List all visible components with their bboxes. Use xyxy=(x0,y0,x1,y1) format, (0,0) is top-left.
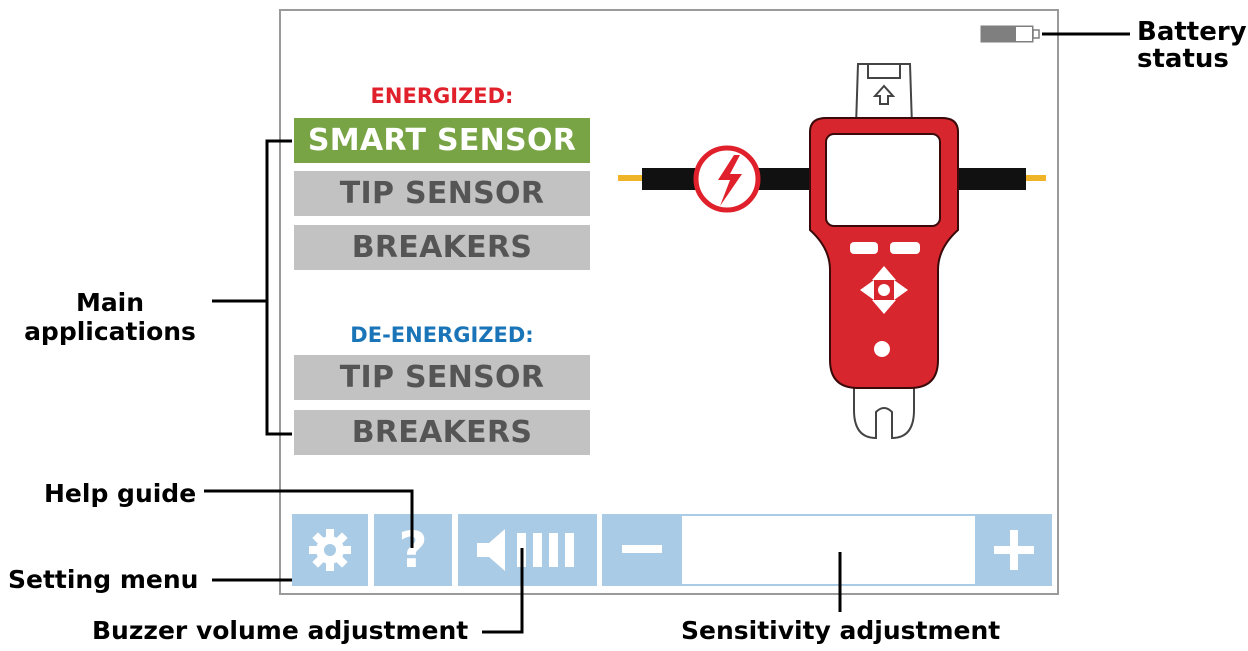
battery-status-label: Battery status xyxy=(1137,17,1247,74)
speaker-icon xyxy=(476,529,574,571)
settings-button[interactable] xyxy=(292,514,368,586)
sensitivity-minus-button[interactable] xyxy=(602,514,682,586)
deenergized-breakers-button[interactable]: BREAKERS xyxy=(294,410,590,455)
high-voltage-icon xyxy=(693,145,761,213)
battery-icon xyxy=(980,25,1040,43)
gear-icon xyxy=(309,529,351,571)
energized-title: ENERGIZED: xyxy=(370,84,514,108)
device-illustration xyxy=(618,63,1046,440)
minus-icon xyxy=(622,545,662,553)
sensitivity-slider[interactable] xyxy=(682,514,975,586)
sensitivity-label: Sensitivity adjustment xyxy=(681,616,1001,645)
buzzer-volume-label: Buzzer volume adjustment xyxy=(92,616,469,645)
help-button[interactable]: ? xyxy=(374,514,452,586)
energized-breakers-button[interactable]: BREAKERS xyxy=(294,225,590,270)
setting-menu-label: Setting menu xyxy=(8,565,199,594)
energized-smart-sensor-button[interactable]: SMART SENSOR xyxy=(294,118,590,163)
deenergized-tip-sensor-button[interactable]: TIP SENSOR xyxy=(294,355,590,400)
energized-tip-sensor-button[interactable]: TIP SENSOR xyxy=(294,171,590,216)
sensitivity-plus-button[interactable] xyxy=(975,514,1052,586)
main-applications-label: Main applications xyxy=(24,288,196,346)
deenergized-title: DE-ENERGIZED: xyxy=(350,323,534,347)
help-guide-label: Help guide xyxy=(44,479,197,508)
plus-icon xyxy=(993,530,1034,570)
question-icon: ? xyxy=(398,521,428,579)
buzzer-volume-button[interactable] xyxy=(458,514,597,586)
